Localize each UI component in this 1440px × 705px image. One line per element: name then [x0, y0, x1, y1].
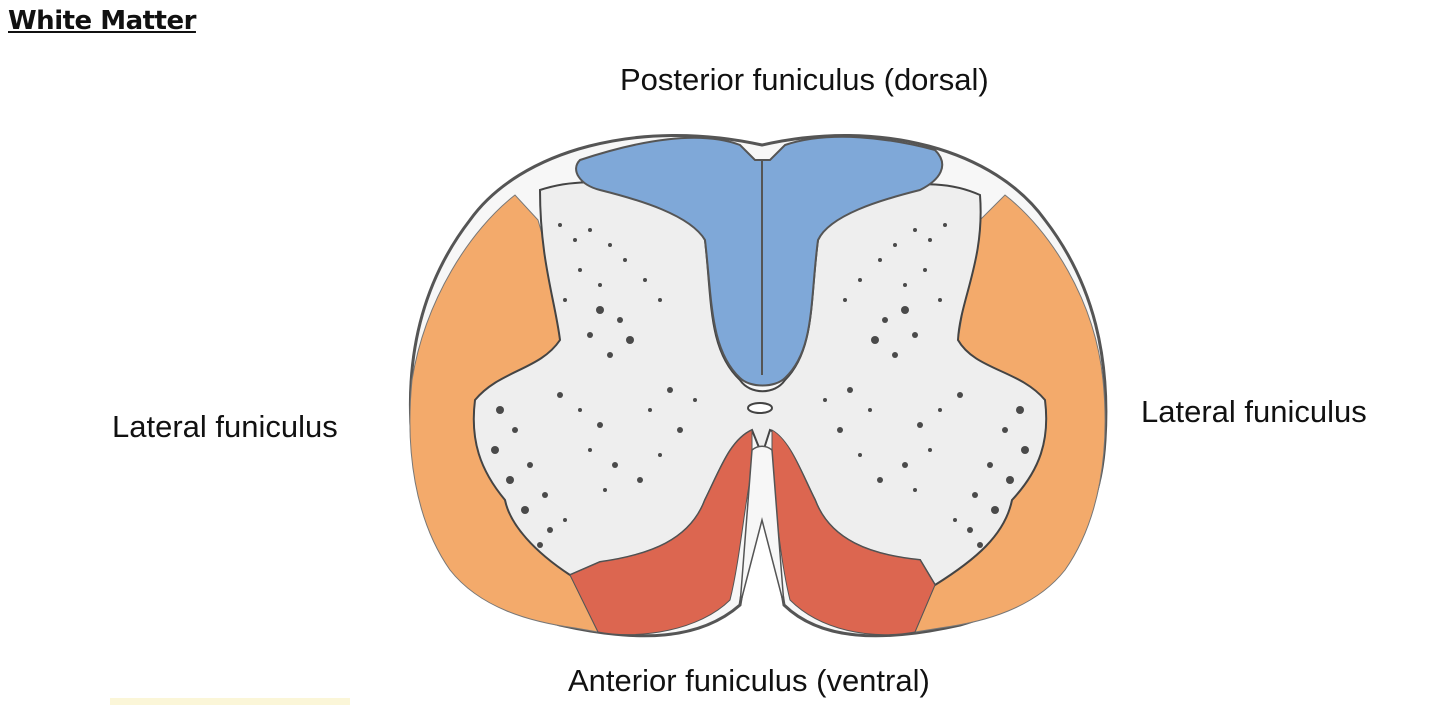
section-heading: White Matter	[8, 6, 196, 36]
anterior-funiculus-left	[569, 429, 753, 636]
neuron-stipple	[491, 223, 1029, 548]
label-lateral-funiculus-left: Lateral funiculus	[112, 409, 338, 444]
anterior-funiculus-right	[771, 429, 936, 636]
label-posterior-funiculus: Posterior funiculus (dorsal)	[620, 62, 989, 97]
anterior-median-fissure	[739, 445, 785, 606]
highlight-strip	[110, 698, 350, 705]
label-anterior-funiculus: Anterior funiculus (ventral)	[568, 663, 930, 698]
central-canal	[747, 402, 773, 414]
gray-matter	[472, 181, 1048, 587]
posterior-funiculus	[575, 135, 944, 387]
label-lateral-funiculus-right: Lateral funiculus	[1141, 394, 1367, 429]
